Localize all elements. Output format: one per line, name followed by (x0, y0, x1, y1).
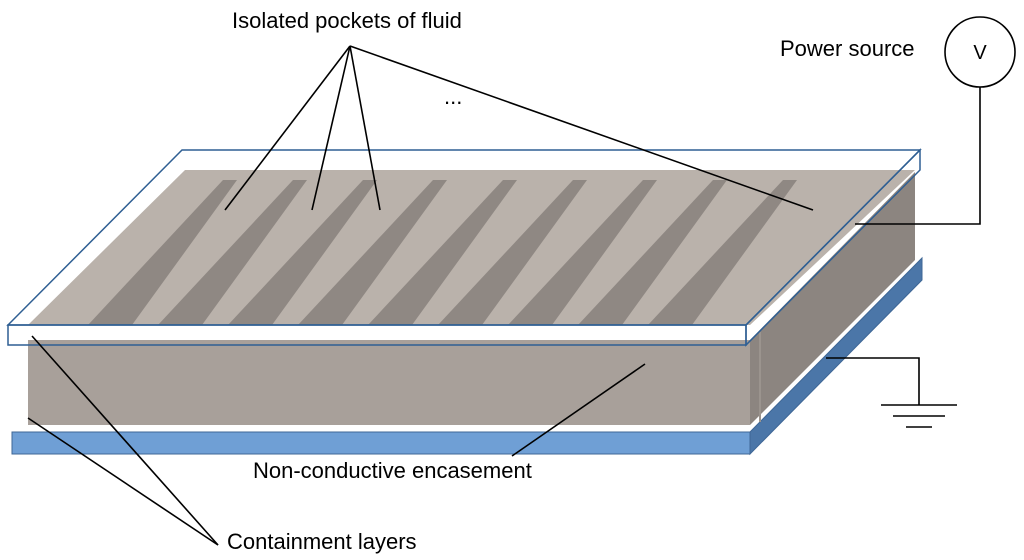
top-containment-layer (6, 148, 922, 347)
fluid-pocket-grooves (88, 180, 797, 325)
power-wiring (855, 16, 1016, 225)
pockets-leader-lines (224, 45, 814, 211)
ground-symbol (826, 357, 957, 428)
bottom-containment-layer (11, 256, 923, 456)
containment-label: Containment layers (227, 529, 417, 554)
containment-leader-lines (27, 335, 219, 546)
ellipsis-label: ... (444, 84, 462, 109)
encasement-leader-line (511, 363, 646, 457)
encasement-label: Non-conductive encasement (253, 458, 532, 483)
pockets-label: Isolated pockets of fluid (232, 8, 462, 33)
voltmeter-symbol: V (973, 42, 987, 64)
power-source-label: Power source (780, 36, 915, 61)
